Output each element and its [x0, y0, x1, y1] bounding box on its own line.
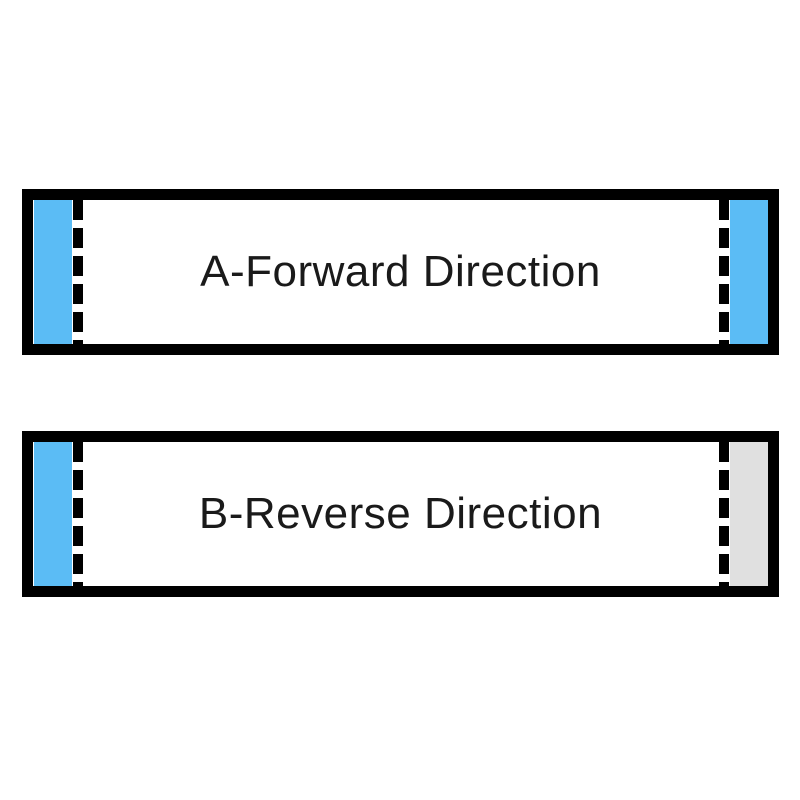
cable-b-left-dashed-line [73, 442, 83, 586]
cable-a-label: A-Forward Direction [200, 247, 601, 296]
cable-a-right-dashed-line [719, 200, 729, 344]
cable-a-left-dashed-line [73, 200, 83, 344]
cable-b-label: B-Reverse Direction [198, 489, 603, 538]
cable-b-reverse: B-Reverse Direction [22, 431, 779, 597]
cable-a-left-stiffener [34, 200, 72, 344]
cable-a-right-stiffener [730, 200, 768, 344]
cable-a-forward: A-Forward Direction [22, 189, 779, 355]
cable-b-left-stiffener [34, 442, 72, 586]
cable-b-right-stiffener [730, 442, 768, 586]
cable-b-right-dashed-line [719, 442, 729, 586]
